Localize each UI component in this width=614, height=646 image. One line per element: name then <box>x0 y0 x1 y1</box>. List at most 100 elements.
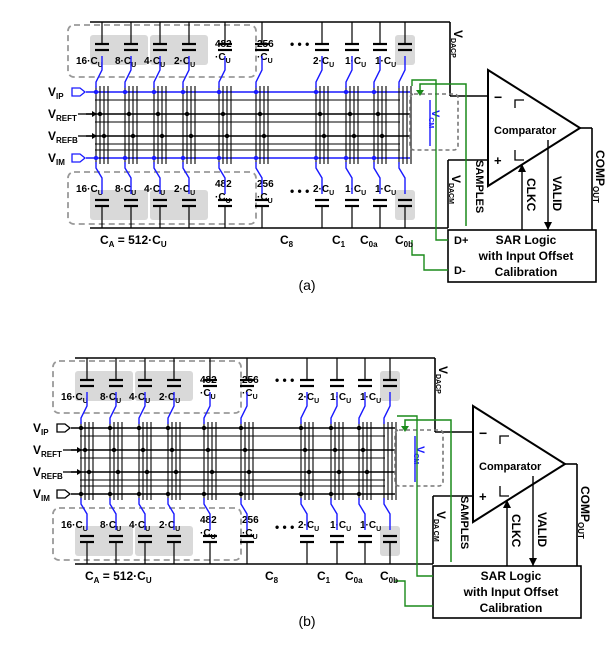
c8-main: C <box>265 569 274 583</box>
cap-label-sub: U <box>391 190 396 197</box>
cap-label-sub: U <box>175 398 180 405</box>
junction-dot <box>321 133 327 139</box>
switch-arm-bottom <box>300 498 308 530</box>
vcm-label-main: V <box>414 446 426 454</box>
cap-label: 2·CU <box>174 56 195 69</box>
input-pin-label: VREFB <box>33 465 63 481</box>
arrow-head <box>77 447 82 453</box>
input-pin-label: VREFT <box>33 443 62 459</box>
vcm-label: VCM <box>412 446 426 464</box>
panel-caption: (b) <box>298 613 315 629</box>
cap-label: 8·CU <box>100 520 121 533</box>
comp-out-main: COMP <box>593 150 607 186</box>
junction-dot <box>101 133 107 139</box>
comparator-plus: + <box>479 489 487 504</box>
junction-dot <box>336 469 342 475</box>
junction-dot <box>347 111 353 117</box>
ellipsis-bottom: • • • <box>290 184 309 198</box>
cap-label-sub: U <box>116 398 121 405</box>
d-plus-wire <box>411 79 448 241</box>
cap-label-line2-sub: U <box>253 394 258 401</box>
comparator-label: Comparator <box>494 125 557 137</box>
input-pin-main: V <box>33 421 41 435</box>
cap-label-main: 2·C <box>298 392 314 403</box>
panel-b: 16·CU16·CU8·CU8·CU4·CU4·CU2·CU2·CU482·CU… <box>33 357 592 629</box>
arrow-head <box>92 133 97 139</box>
feedback-wire <box>397 415 433 577</box>
cap-label-sub: U <box>329 190 334 197</box>
c8-sub: 8 <box>289 240 294 249</box>
cap-label-main: 8·C <box>115 56 131 67</box>
cap-label: 482 <box>200 375 217 386</box>
c1-main: C <box>317 569 326 583</box>
cap-label-sub: U <box>190 62 195 69</box>
arrow-head <box>503 500 511 508</box>
switch-arm-bottom <box>153 162 161 194</box>
junction-dot <box>159 133 165 139</box>
vdacm-label-main: V <box>449 175 463 183</box>
input-pin-sub: REFB <box>56 136 78 145</box>
arrow-head <box>401 426 409 432</box>
cap-label-sub: U <box>145 526 150 533</box>
clock-glyph <box>499 486 509 497</box>
d-minus-wire <box>411 240 448 271</box>
vdacm-label: VDACM <box>447 175 463 204</box>
switch-arm-bottom <box>345 162 353 194</box>
sar-logic-line: Calibration <box>495 265 558 279</box>
comparator-plus: + <box>494 153 502 168</box>
cap-label-line2-main: ·C <box>215 192 226 203</box>
cap-label-line2-sub: U <box>268 198 273 205</box>
cap-label: 16·CU <box>76 56 103 69</box>
ca-sub: A <box>94 576 100 585</box>
switch-arm-bottom <box>383 498 391 530</box>
cap-label-main: 1·C <box>330 520 346 531</box>
cap-label-line2-sub: U <box>253 534 258 541</box>
cap-shade-top <box>75 371 133 401</box>
cap-label: 256 <box>242 515 259 526</box>
cap-label-line2: ·CU <box>242 388 258 401</box>
valid-label: VALID <box>550 176 564 211</box>
cap-label-main: 2·C <box>313 184 329 195</box>
cap-shade-top <box>90 35 148 65</box>
input-terminal <box>71 153 87 163</box>
junction-dot <box>82 447 88 453</box>
comp-out-sub: OUT <box>591 186 600 203</box>
c8-label: C8 <box>280 233 294 249</box>
cap-label-main: 1·C <box>375 184 391 195</box>
junction-dot <box>356 491 362 497</box>
cap-label-sub: U <box>361 190 366 197</box>
vcm-label-sub: CM <box>427 117 434 128</box>
junction-dot <box>253 89 259 95</box>
samples-label: SAMPLES <box>458 496 470 549</box>
junction-dot <box>180 155 186 161</box>
cap-label-line2-main: ·C <box>200 388 211 399</box>
c1-main: C <box>332 233 341 247</box>
cap-label: 16·CU <box>61 520 88 533</box>
ca-label: CA = 512·CU <box>85 569 152 585</box>
switch-arm-bottom <box>109 498 117 530</box>
junction-dot <box>78 491 84 497</box>
switch-arm-top <box>95 56 103 88</box>
switch-arm-top <box>330 392 338 424</box>
cap-label-sub: U <box>116 526 121 533</box>
switch-arm-bottom <box>218 162 226 194</box>
sar-logic-line: Calibration <box>480 601 543 615</box>
cap-label: 2·CU <box>298 520 319 533</box>
input-pin-sub: REFT <box>56 114 77 123</box>
cap-label-sub: U <box>83 526 88 533</box>
vdacp-label-sub: DACP <box>449 38 456 58</box>
cap-label-main: 1·C <box>360 392 376 403</box>
junction-dot <box>165 491 171 497</box>
cap-label: 2·CU <box>159 392 180 405</box>
c0b-main: C <box>395 233 404 247</box>
arrow-head <box>529 558 537 566</box>
ca-label: CA = 512·CU <box>100 233 167 249</box>
cap-label-sub: U <box>329 62 334 69</box>
cap-label: 8·CU <box>115 56 136 69</box>
input-terminal <box>71 87 87 97</box>
junction-dot <box>169 447 175 453</box>
input-pin-sub: REFB <box>41 472 63 481</box>
switch-arm-top <box>383 392 391 424</box>
ca-main: C <box>85 569 94 583</box>
